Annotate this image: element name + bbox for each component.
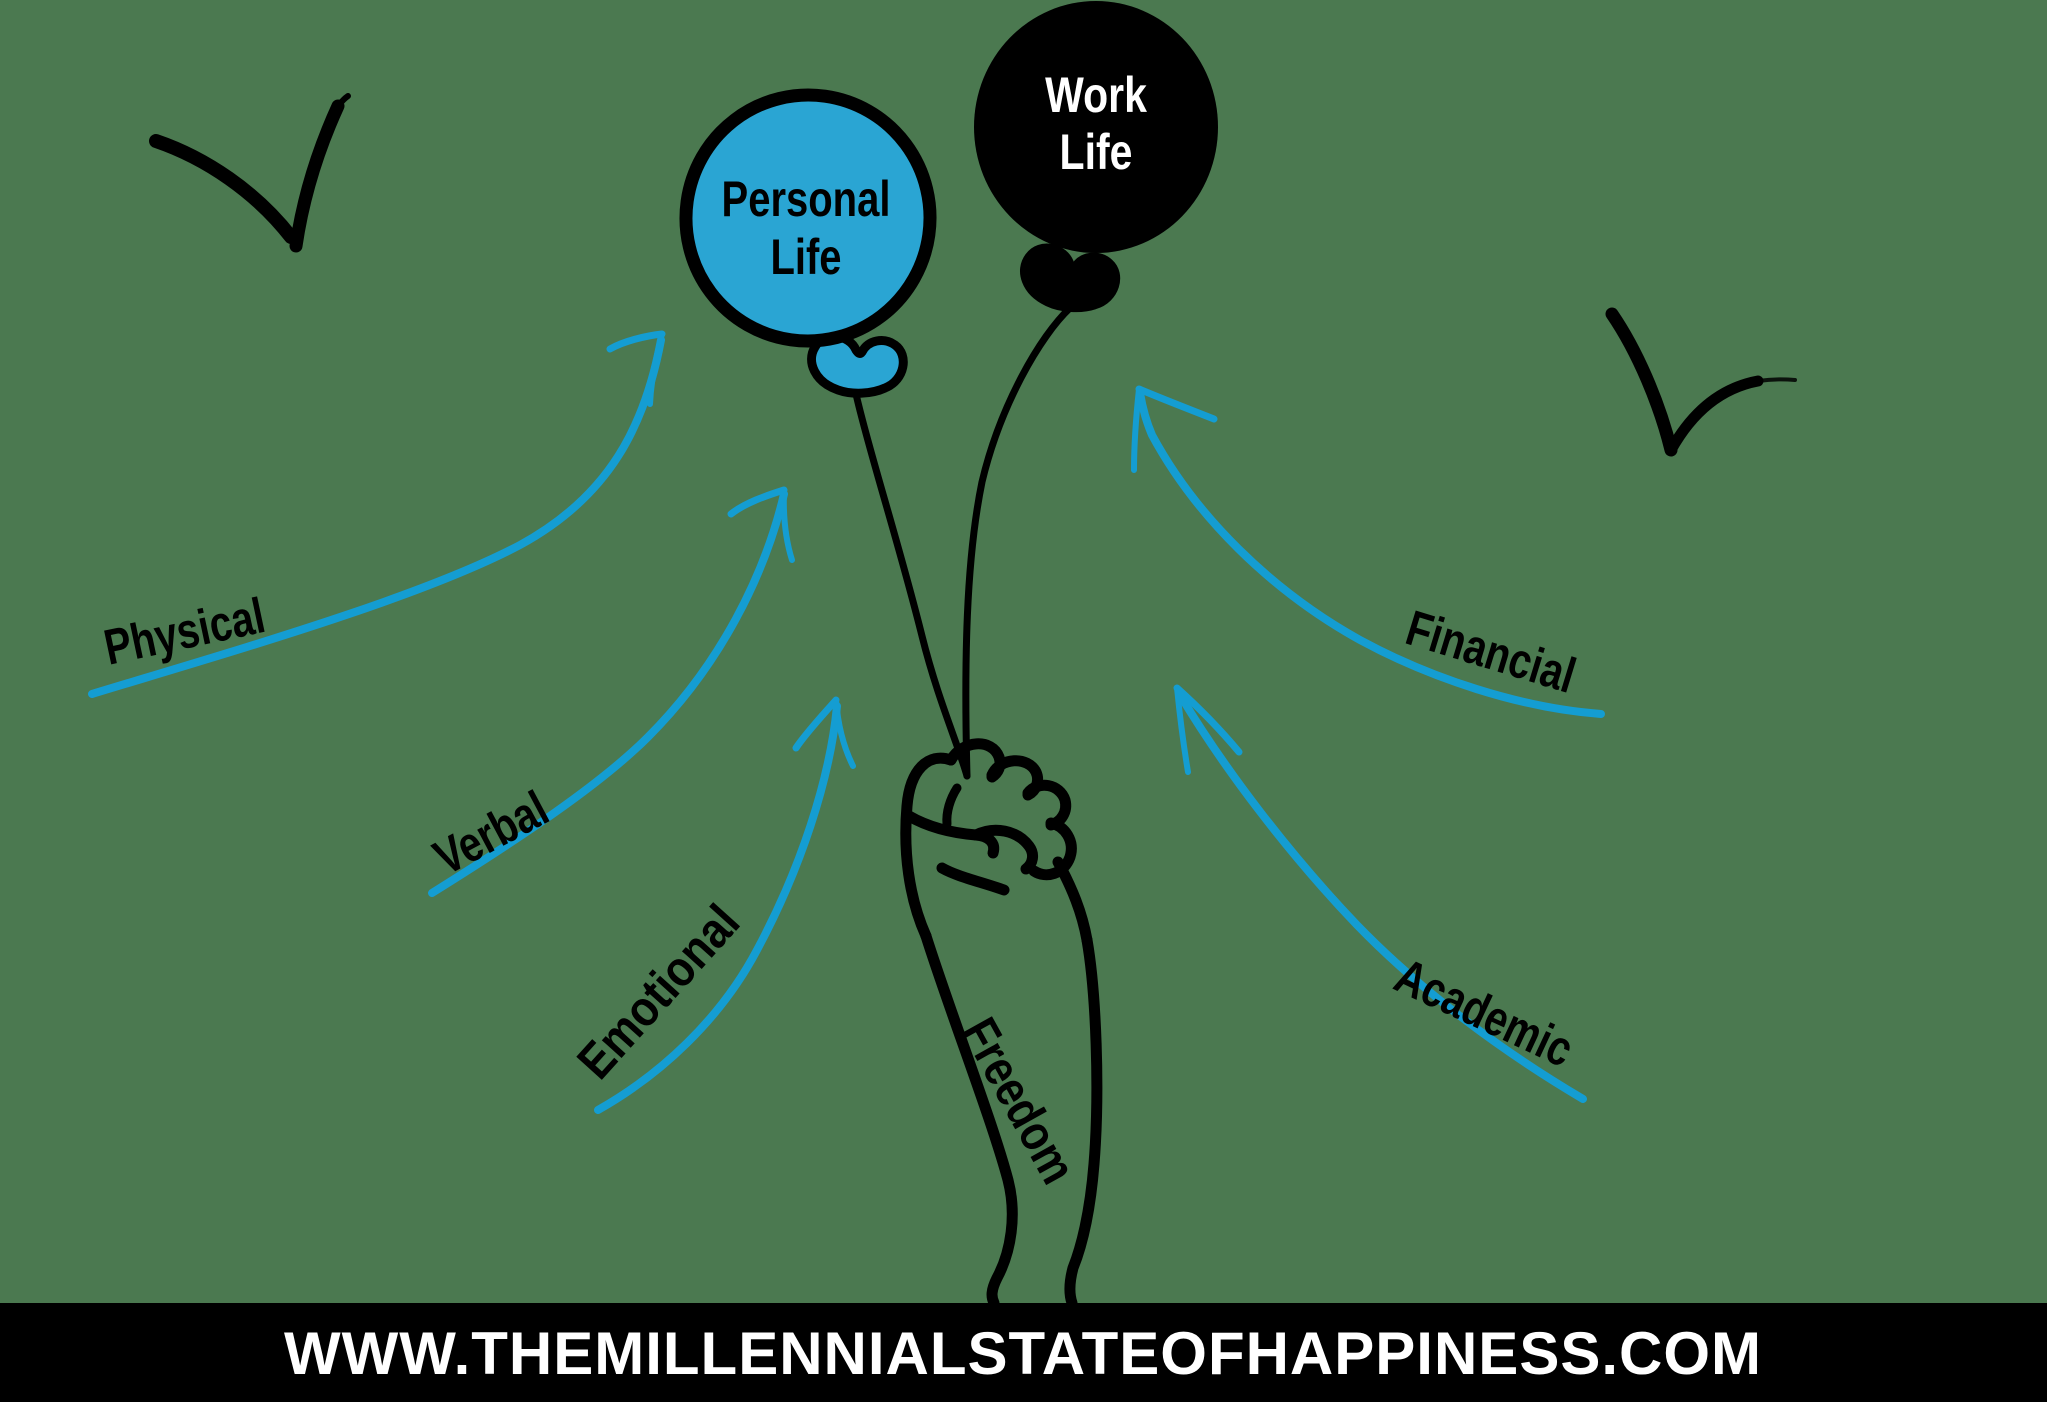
- financial-label: Financial: [1400, 599, 1582, 704]
- fist: [900, 738, 1093, 946]
- freedom-label: Freedom: [951, 1009, 1087, 1193]
- emotional-arrow: [594, 696, 856, 1114]
- website-url: WWW.THEMILLENNIALSTATEOFHAPPINESS.COM: [284, 1320, 1762, 1387]
- academic-label: Academic: [1387, 947, 1582, 1078]
- physical-arrow: [88, 330, 666, 698]
- work-life-balloon: Work Life: [974, 1, 1218, 253]
- financial-arrow: [1131, 385, 1605, 718]
- bird-icon-left: [149, 93, 351, 253]
- personal-balloon-label-line2: Life: [770, 229, 841, 285]
- personal-balloon-label-line1: Personal: [722, 171, 891, 227]
- work-balloon-label-line2: Life: [1060, 124, 1133, 180]
- verbal-arrow: [428, 486, 795, 897]
- bird-icon-right: [1605, 307, 1797, 457]
- verbal-label: Verbal: [425, 780, 557, 886]
- footer-bar: WWW.THEMILLENNIALSTATEOFHAPPINESS.COM: [0, 1303, 2047, 1402]
- academic-arrow: [1173, 684, 1587, 1103]
- work-balloon-string: [962, 304, 1074, 780]
- personal-balloon-string: [852, 390, 971, 780]
- personal-life-balloon: Personal Life: [679, 88, 937, 348]
- emotional-label: Emotional: [566, 893, 750, 1089]
- work-balloon-knot: [1020, 243, 1121, 313]
- arm: Freedom: [920, 930, 1103, 1309]
- work-balloon-label-line1: Work: [1045, 67, 1147, 123]
